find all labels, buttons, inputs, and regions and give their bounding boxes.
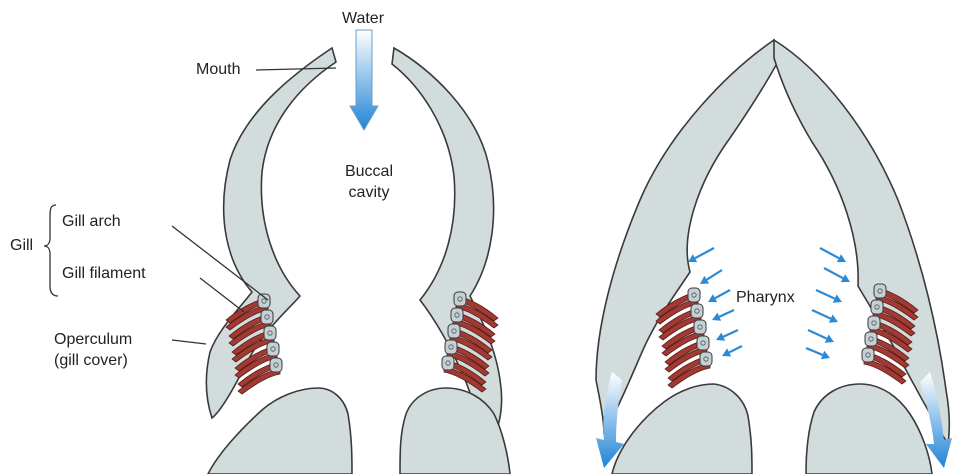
gill-arch: [697, 336, 709, 350]
gill-arch: [865, 332, 877, 346]
right-diagram-mouth-closed: [596, 40, 952, 474]
right-lower-body-right: [806, 384, 932, 474]
gill-arch: [451, 308, 463, 322]
flow-arrow-shaft: [719, 310, 734, 317]
left-diagram-mouth-open: [206, 30, 510, 474]
flow-arrow-shaft: [808, 330, 827, 339]
gill-arch: [862, 348, 874, 362]
operculum-label-line1: Operculum: [54, 330, 132, 349]
gill-arch: [270, 358, 282, 372]
gill-arch: [874, 284, 886, 298]
flow-arrow-shaft: [695, 248, 714, 258]
flow-arrow-shaft: [824, 268, 843, 278]
flow-arrow-shaft: [816, 290, 835, 299]
gill-arch: [442, 356, 454, 370]
gill-filament-leader: [200, 278, 244, 312]
mouth-label: Mouth: [196, 60, 240, 79]
left-lower-body-left: [208, 388, 352, 474]
flow-arrow-shaft: [820, 248, 839, 258]
gill-filament-label: Gill filament: [62, 264, 146, 283]
gill-arch: [267, 342, 279, 356]
flow-arrow-shaft: [707, 270, 722, 280]
water-label: Water: [330, 9, 396, 28]
gill-arch: [448, 324, 460, 338]
buccal-cavity-label-line1: Buccal: [330, 162, 408, 181]
water-arrow: [350, 30, 378, 130]
gill-arch-label: Gill arch: [62, 212, 121, 231]
gill-bracket: [44, 205, 58, 296]
operculum-label-line2: (gill cover): [54, 351, 128, 370]
left-upper-jaw-right: [392, 48, 502, 436]
gill-arch: [868, 316, 880, 330]
gill-arch: [871, 300, 883, 314]
gill-arch: [694, 320, 706, 334]
flow-arrow-shaft: [729, 346, 742, 352]
flow-arrow-shaft: [715, 290, 730, 298]
right-lower-body-left: [612, 384, 752, 474]
gill-arch: [261, 310, 273, 324]
gill-arch: [454, 292, 466, 306]
flow-arrow-shaft: [812, 310, 831, 319]
gill-arch: [691, 304, 703, 318]
gill-arch: [445, 340, 457, 354]
gill-label: Gill: [10, 236, 33, 255]
pharynx-label: Pharynx: [736, 288, 795, 307]
gill-arch: [264, 326, 276, 340]
gill-arch: [688, 288, 700, 302]
operculum-leader: [172, 340, 206, 344]
flow-arrow-shaft: [806, 348, 823, 355]
buccal-cavity-label-line2: cavity: [330, 183, 408, 202]
flow-arrow-shaft: [723, 330, 738, 337]
gill-arch: [700, 352, 712, 366]
